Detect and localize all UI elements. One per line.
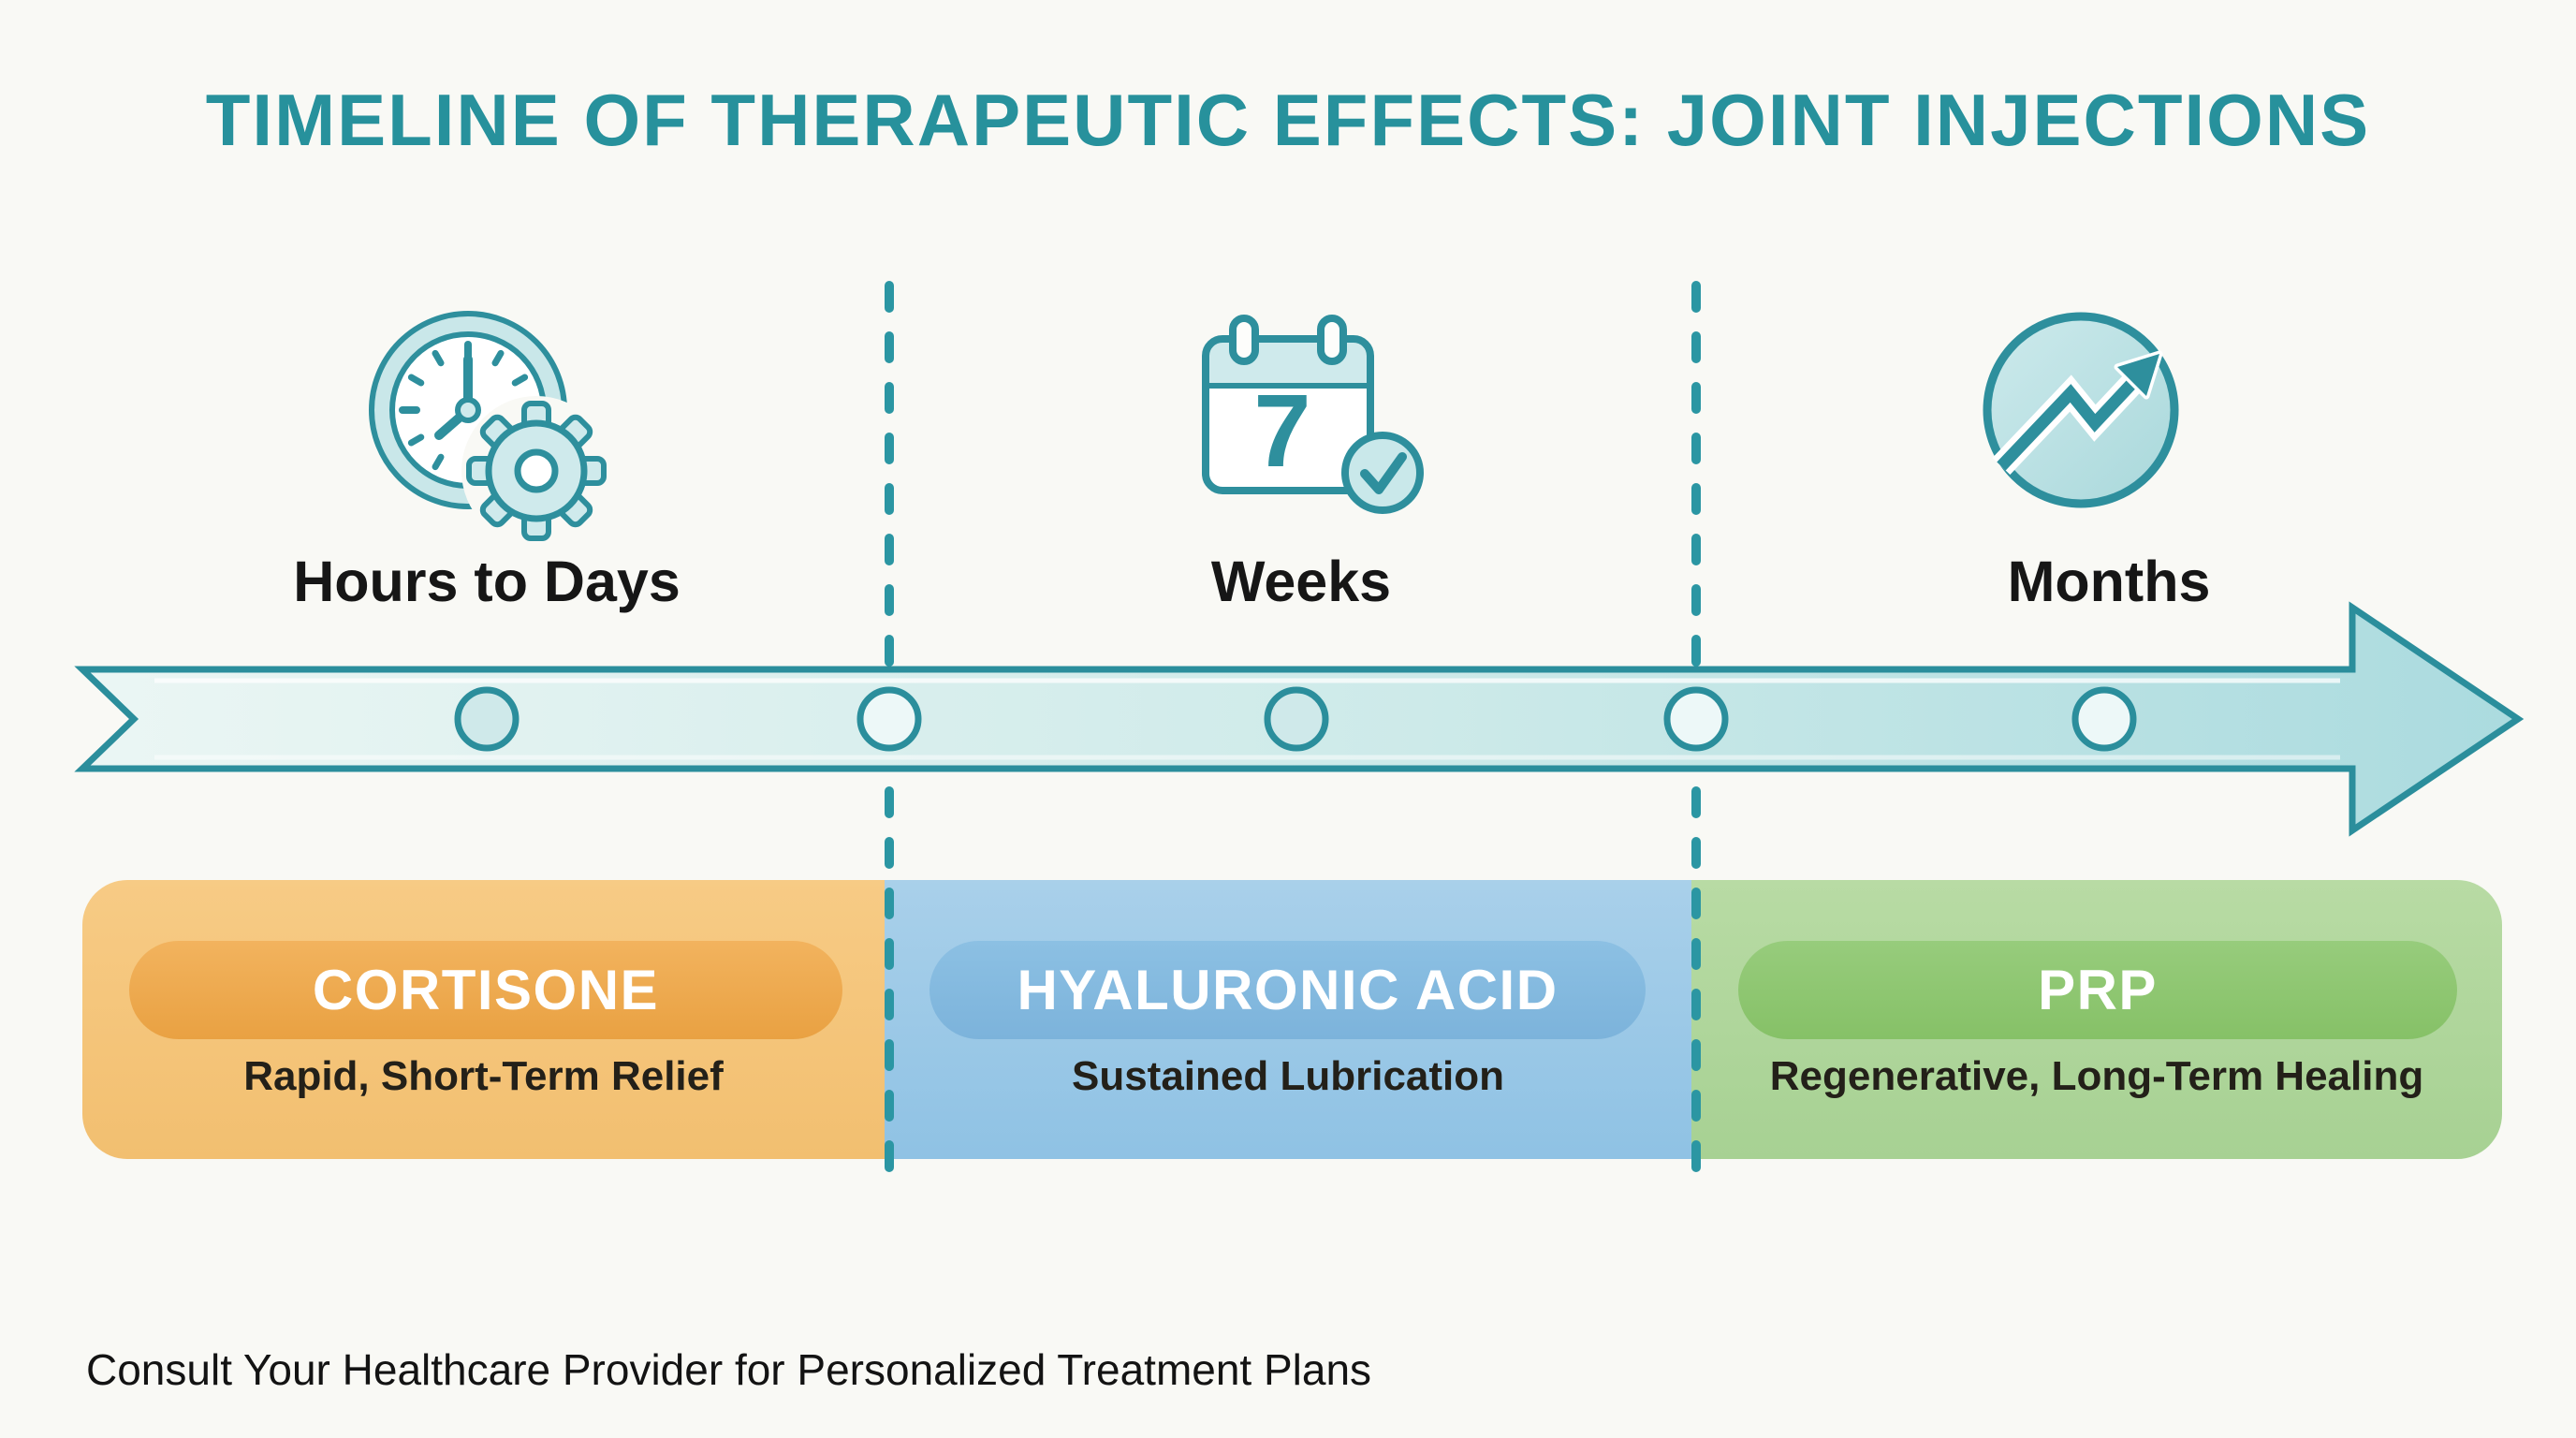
treatment-description-hyaluronic-acid: Sustained Lubrication <box>1071 1053 1505 1099</box>
stage-label-weeks: Weeks <box>1210 550 1392 613</box>
timeline-dots <box>454 686 2137 752</box>
clock-gear-icon <box>369 311 611 541</box>
treatment-description-cortisone: Rapid, Short-Term Relief <box>243 1053 724 1099</box>
trend-arrowhead <box>2114 350 2163 400</box>
growth-trend-icon <box>1983 312 2179 508</box>
timeline-dot <box>856 686 922 752</box>
timeline-dot <box>1663 686 1729 752</box>
treatment-pill-prp: PRP <box>1738 941 2457 1039</box>
gear <box>466 401 607 541</box>
stage-label-hours-to-days: Hours to Days <box>293 550 681 613</box>
check-circle <box>1341 432 1424 514</box>
treatment-pill-cortisone: CORTISONE <box>129 941 842 1039</box>
timeline-dot <box>2071 686 2137 752</box>
check-mark <box>1360 452 1407 494</box>
calendar-day-number: 7 <box>1253 374 1310 489</box>
timeline-dot <box>1264 686 1329 752</box>
treatment-description-prp: Regenerative, Long-Term Healing <box>1769 1053 2424 1099</box>
clock-hands <box>434 355 481 440</box>
page-title: TIMELINE OF THERAPEUTIC EFFECTS: JOINT I… <box>205 79 2371 161</box>
timeline-dot <box>454 686 520 752</box>
calendar-ring <box>1317 315 1347 365</box>
calendar-ring <box>1229 315 1259 365</box>
treatment-pill-hyaluronic-acid: HYALURONIC ACID <box>929 941 1646 1039</box>
calendar-day7-check-icon: 7 <box>1202 315 1424 514</box>
stage-label-months: Months <box>2007 550 2211 613</box>
footer-disclaimer: Consult Your Healthcare Provider for Per… <box>86 1345 1372 1394</box>
